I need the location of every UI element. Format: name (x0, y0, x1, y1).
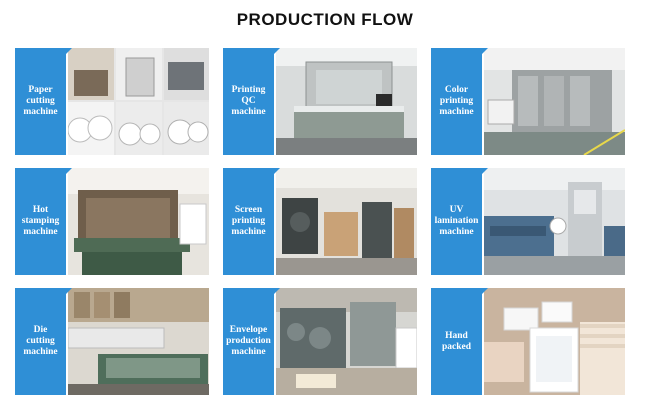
printing-qc-photo (276, 48, 417, 155)
step-label: Color printing machine (439, 85, 474, 117)
step-envelope-production: Envelope production machine (223, 288, 419, 395)
step-label: Hot stamping machine (21, 205, 60, 237)
step-label-box: Paper cutting machine (15, 48, 66, 155)
color-printing-photo (484, 48, 625, 155)
step-die-cutting: Die cutting machine (15, 288, 211, 395)
paper-cutting-photo (68, 48, 209, 155)
hot-stamping-photo (68, 168, 209, 275)
step-label: Screen printing machine (231, 205, 266, 237)
label-notch (274, 48, 280, 54)
step-label-box: Envelope production machine (223, 288, 274, 395)
step-label: Hand packed (441, 330, 472, 352)
label-notch (66, 168, 72, 174)
step-label-box: Die cutting machine (15, 288, 66, 395)
step-label-box: Printing QC machine (223, 48, 274, 155)
label-notch (274, 168, 280, 174)
step-label-box: Hot stamping machine (15, 168, 66, 275)
screen-printing-photo (276, 168, 417, 275)
label-notch (482, 48, 488, 54)
step-label: Envelope production machine (226, 325, 271, 357)
label-notch (66, 288, 72, 294)
step-printing-qc: Printing QC machine (223, 48, 419, 155)
label-notch (274, 288, 280, 294)
uv-lamination-photo (484, 168, 625, 275)
label-notch (482, 288, 488, 294)
label-notch (482, 168, 488, 174)
step-label-box: UV lamination machine (431, 168, 482, 275)
step-uv-lamination: UV lamination machine (431, 168, 627, 275)
step-label: UV lamination machine (434, 205, 479, 237)
step-color-printing: Color printing machine (431, 48, 627, 155)
step-paper-cutting: Paper cutting machine (15, 48, 211, 155)
step-label-box: Hand packed (431, 288, 482, 395)
hand-packed-photo (484, 288, 625, 395)
page-title: PRODUCTION FLOW (236, 10, 414, 29)
step-label-box: Screen printing machine (223, 168, 274, 275)
step-label: Printing QC machine (231, 85, 266, 117)
step-label-box: Color printing machine (431, 48, 482, 155)
step-screen-printing: Screen printing machine (223, 168, 419, 275)
step-label: Die cutting machine (23, 325, 58, 357)
step-hand-packed: Hand packed (431, 288, 627, 395)
envelope-production-photo (276, 288, 417, 395)
die-cutting-photo (68, 288, 209, 395)
label-notch (66, 48, 72, 54)
step-hot-stamping: Hot stamping machine (15, 168, 211, 275)
step-label: Paper cutting machine (23, 85, 58, 117)
